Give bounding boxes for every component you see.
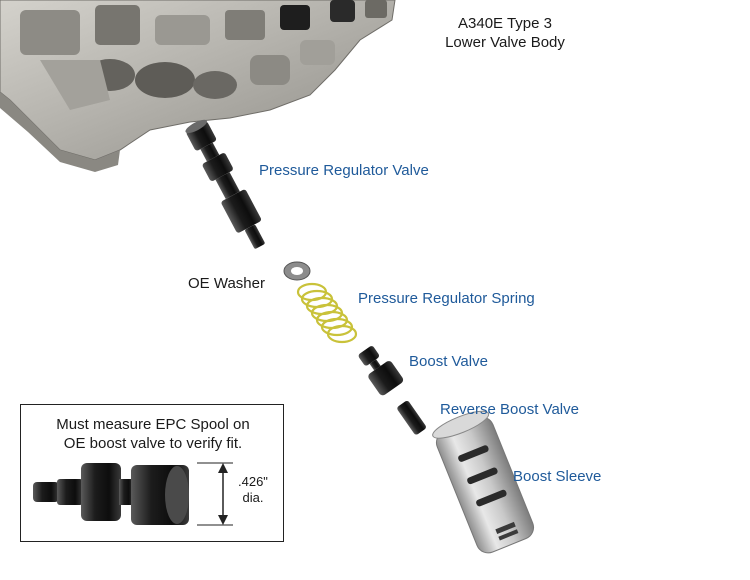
pressure-regulator-spring-part xyxy=(296,282,358,344)
epc-spool-inset: Must measure EPC Spool on OE boost valve… xyxy=(20,404,284,542)
label-oe-washer: OE Washer xyxy=(188,275,265,292)
title-line-1: A340E Type 3 xyxy=(458,15,552,32)
reverse-boost-valve-part xyxy=(397,400,426,435)
label-boost-sleeve: Boost Sleeve xyxy=(513,468,602,485)
valve-body-casting xyxy=(0,0,396,172)
inset-note-line-1: Must measure EPC Spool on xyxy=(56,416,250,433)
pressure-regulator-valve-part xyxy=(185,119,265,249)
epc-spool-illustration xyxy=(33,462,233,526)
inset-note: Must measure EPC Spool on OE boost valve… xyxy=(21,415,285,453)
label-boost-valve: Boost Valve xyxy=(409,353,488,370)
boost-valve-part xyxy=(358,346,404,396)
inset-note-line-2: OE boost valve to verify fit. xyxy=(63,435,243,452)
dimension-value: .426" xyxy=(238,474,268,489)
diagram-title: A340E Type 3 Lower Valve Body xyxy=(420,14,590,52)
boost-sleeve-part xyxy=(432,410,535,554)
oe-washer-part xyxy=(283,261,311,281)
title-line-2: Lower Valve Body xyxy=(445,34,565,51)
label-reverse-boost-valve: Reverse Boost Valve xyxy=(440,401,579,418)
label-pressure-regulator-spring: Pressure Regulator Spring xyxy=(358,290,535,307)
dimension-unit: dia. xyxy=(242,490,264,505)
label-pressure-regulator-valve: Pressure Regulator Valve xyxy=(259,162,429,179)
diameter-dimension-label: .426" dia. xyxy=(238,474,268,506)
